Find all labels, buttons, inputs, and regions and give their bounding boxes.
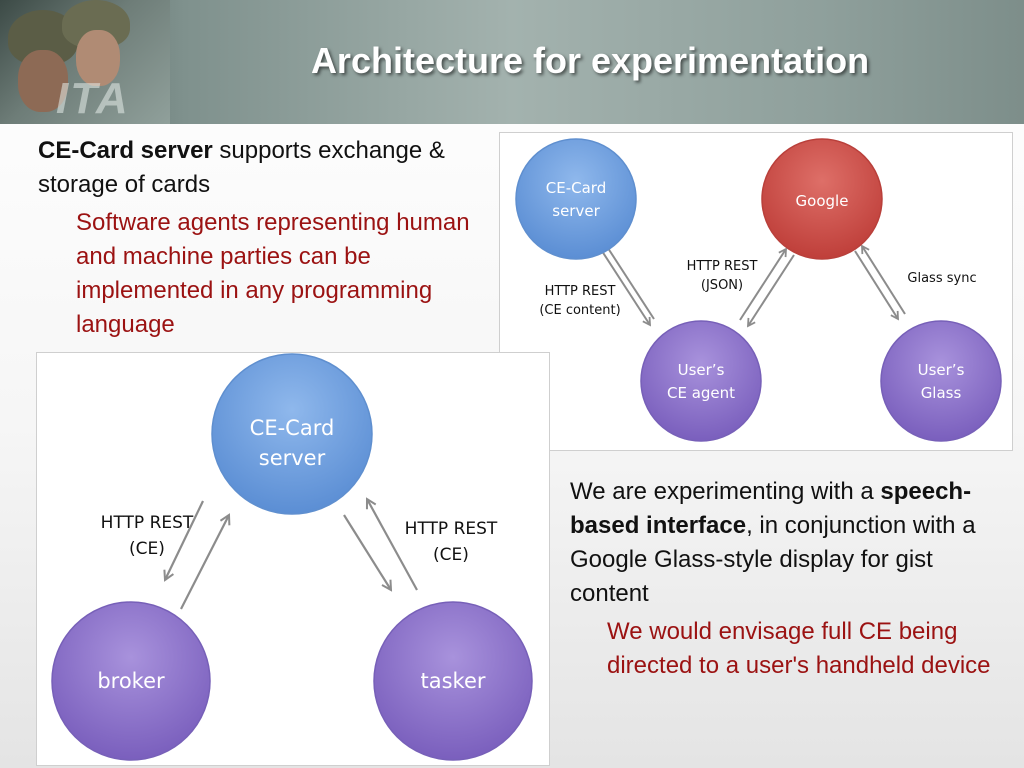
node-ce-card-server-bottom: CE-Card server: [211, 353, 373, 515]
node-bottom-server-line1: CE-Card: [250, 416, 335, 440]
edge-label-google-agent-2: (JSON): [701, 278, 743, 293]
header-banner: ITA Architecture for experimentation: [0, 0, 1024, 124]
node-ce-card-server: CE-Card server: [515, 138, 637, 260]
node-tasker-label: tasker: [420, 669, 485, 693]
bottom-architecture-diagram: CE-Card server broker tasker HTTP REST (…: [36, 352, 550, 766]
left-lead-paragraph: CE-Card server supports exchange & stora…: [38, 134, 488, 202]
edge-label-server-agent-2: (CE content): [539, 303, 620, 318]
left-lead-bold: CE-Card server: [38, 137, 213, 164]
edge-server-broker: [165, 500, 229, 610]
node-users-glass-line2: Glass: [921, 384, 962, 402]
node-google: Google: [761, 138, 883, 260]
node-ce-card-server-line1: CE-Card: [546, 179, 606, 197]
edge-server-agent: [599, 240, 655, 327]
node-users-glass: User’s Glass: [880, 320, 1002, 442]
node-users-glass-line1: User’s: [918, 361, 965, 379]
soldiers-photo: [0, 0, 170, 124]
node-broker: broker: [51, 601, 211, 761]
right-lead-pre: We are experimenting with a: [570, 478, 881, 505]
left-text-block: CE-Card server supports exchange & stora…: [38, 134, 488, 342]
edge-label-server-broker-1: HTTP REST: [101, 513, 194, 533]
node-tasker: tasker: [373, 601, 533, 761]
edge-label-server-tasker-1: HTTP REST: [405, 519, 498, 539]
node-users-ce-agent-line1: User’s: [678, 361, 725, 379]
node-users-ce-agent: User’s CE agent: [640, 320, 762, 442]
node-google-label: Google: [796, 192, 849, 210]
edge-google-glass: [854, 244, 906, 321]
right-text-block: We are experimenting with a speech-based…: [570, 475, 1000, 683]
top-architecture-diagram: CE-Card server Google User’s CE agent Us…: [499, 132, 1013, 451]
ita-logo: ITA: [56, 74, 130, 123]
node-ce-card-server-line2: server: [552, 202, 600, 220]
right-lead-bold: speech-based interface: [570, 478, 972, 539]
edge-label-server-tasker-2: (CE): [433, 545, 469, 565]
left-lead-rest: supports exchange & storage of cards: [38, 137, 445, 198]
right-sub-paragraph: We would envisage full CE being directed…: [607, 618, 991, 679]
right-lead-paragraph: We are experimenting with a speech-based…: [570, 475, 1000, 611]
edge-google-agent: [739, 247, 795, 328]
page-title: Architecture for experimentation: [310, 40, 870, 81]
edge-label-google-agent-1: HTTP REST: [687, 259, 758, 274]
node-bottom-server-line2: server: [259, 446, 326, 470]
node-users-ce-agent-line2: CE agent: [667, 384, 735, 402]
edge-label-google-glass: Glass sync: [907, 271, 976, 286]
right-lead-post: , in conjunction with a Google Glass-sty…: [570, 512, 976, 607]
edge-label-server-agent-1: HTTP REST: [545, 284, 616, 299]
edge-server-tasker: [343, 499, 418, 590]
node-broker-label: broker: [97, 669, 165, 693]
edge-label-server-broker-2: (CE): [129, 539, 165, 559]
left-sub-paragraph: Software agents representing human and m…: [76, 209, 470, 338]
